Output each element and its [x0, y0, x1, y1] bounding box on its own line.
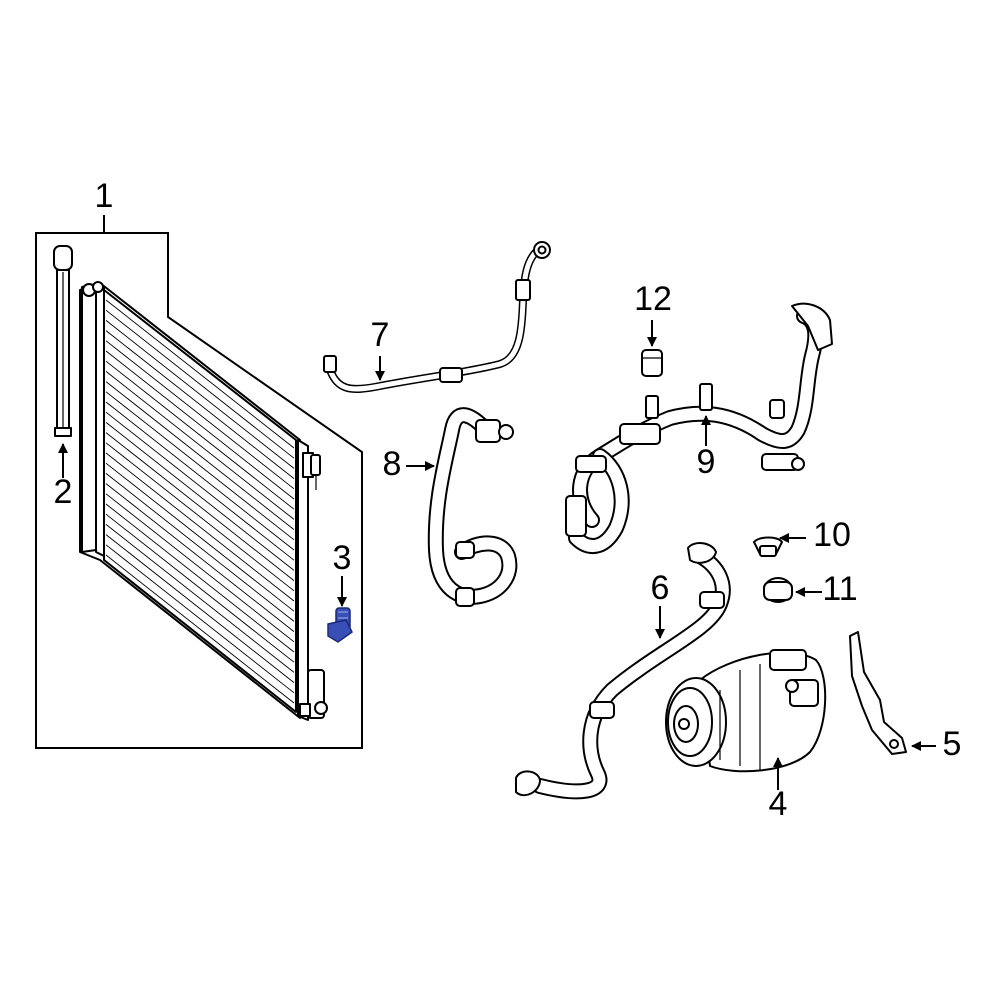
- callout-10[interactable]: 10: [813, 516, 851, 554]
- condenser-fin-line: [105, 462, 295, 612]
- condenser-group-outline: [35, 232, 363, 749]
- service-cap-10[interactable]: [753, 536, 783, 557]
- receiver-drier-tube[interactable]: [53, 245, 73, 437]
- ac-compressor[interactable]: [665, 649, 827, 773]
- condenser-fins: [105, 299, 295, 704]
- condenser-fin-line: [105, 350, 295, 500]
- callout-12[interactable]: 12: [634, 280, 672, 318]
- condenser-fin-line: [105, 452, 295, 602]
- seal-ring-11[interactable]: [763, 577, 793, 603]
- condenser-fin-line: [105, 524, 295, 673]
- liquid-line-hose[interactable]: [323, 241, 551, 393]
- condenser-fin-line: [105, 473, 295, 622]
- condenser-fin-line: [105, 309, 295, 459]
- condenser-fin-line: [105, 381, 295, 530]
- condenser-fin-line: [105, 401, 295, 551]
- condenser-fin-line: [105, 330, 295, 479]
- condenser-fin-line: [105, 391, 295, 541]
- condenser-fin-line: [105, 340, 295, 490]
- condenser-fin-line: [105, 411, 295, 561]
- condenser-assembly-group[interactable]: [35, 215, 363, 749]
- condenser-fin-line: [105, 360, 295, 510]
- drier-plug-highlighted[interactable]: [327, 607, 353, 643]
- callout-7[interactable]: 7: [371, 316, 390, 354]
- callout-4[interactable]: 4: [769, 785, 788, 823]
- condenser-fin-line: [105, 371, 295, 520]
- discharge-hose-assembly[interactable]: [565, 302, 833, 554]
- condenser-fin-line: [105, 513, 295, 663]
- condenser-fin-line: [105, 534, 295, 683]
- condenser-fin-line: [105, 422, 295, 571]
- condenser-fin-line: [105, 432, 295, 581]
- callout-11[interactable]: 11: [822, 570, 857, 608]
- condenser-fin-line: [105, 554, 295, 704]
- suction-hose[interactable]: [427, 407, 518, 607]
- condenser-fin-line: [105, 299, 295, 449]
- service-cap-12[interactable]: [641, 349, 663, 377]
- condenser-fin-line: [105, 483, 295, 632]
- callout-9[interactable]: 9: [697, 443, 716, 481]
- condenser-fin-line: [105, 442, 295, 592]
- callout-6[interactable]: 6: [651, 569, 670, 607]
- condenser-core[interactable]: [79, 281, 328, 721]
- condenser-fin-line: [105, 503, 295, 653]
- bracket-5[interactable]: [849, 631, 907, 755]
- condenser-fin-line: [105, 544, 295, 694]
- callout-3[interactable]: 3: [333, 539, 352, 577]
- callout-1[interactable]: 1: [95, 177, 114, 215]
- condenser-fin-line: [105, 320, 295, 469]
- callout-8[interactable]: 8: [383, 445, 402, 483]
- condenser-fin-line: [105, 493, 295, 643]
- callout-2[interactable]: 2: [54, 473, 73, 511]
- callout-5[interactable]: 5: [943, 725, 962, 763]
- discharge-line-hose[interactable]: [515, 542, 731, 800]
